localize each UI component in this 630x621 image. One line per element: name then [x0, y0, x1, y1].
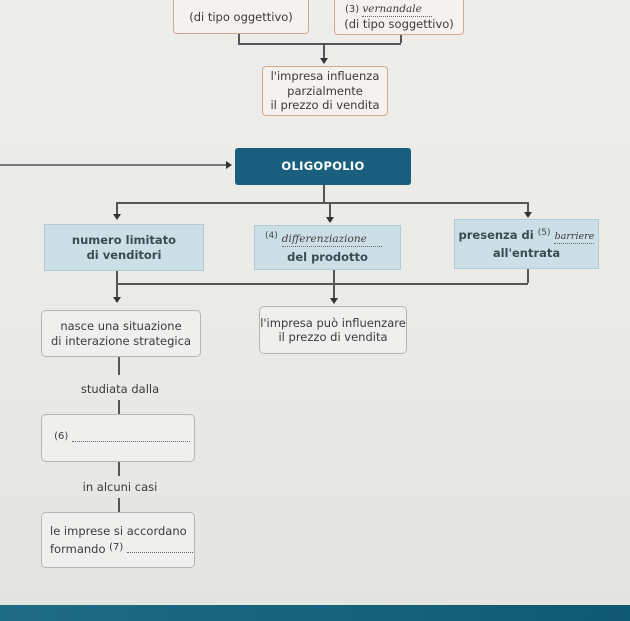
influence-line-3: il prezzo di vendita [270, 98, 380, 113]
subjective-box: (3) vernandale (di tipo soggettivo) [334, 0, 464, 35]
objective-label: (di tipo oggettivo) [189, 10, 293, 25]
blank-3-number: (3) [345, 3, 360, 15]
arrow-down-icon [330, 298, 338, 304]
connector [527, 202, 529, 213]
page-bottom-band [0, 605, 630, 621]
blank-7-line [126, 542, 193, 553]
blank-5-number: (5) [537, 227, 551, 238]
connector [527, 269, 529, 283]
product-box: (4) differenziazione del prodotto [254, 225, 401, 270]
arrow-down-icon [113, 214, 121, 220]
agreement-prefix: formando [50, 542, 106, 556]
consequence-right-line-1: l'impresa può influenzare [260, 315, 406, 330]
connector [0, 164, 228, 166]
connector [118, 462, 120, 476]
arrow-down-icon [113, 297, 121, 303]
limited-sellers-box: numero limitato di venditori [44, 224, 204, 271]
consequence-left-line-1: nasce una situazione [60, 319, 182, 334]
connector [323, 185, 325, 202]
oligopoly-title: OLIGOPOLIO [235, 148, 411, 185]
objective-box: (di tipo oggettivo) [173, 0, 309, 34]
blank-4-number: (4) [265, 230, 278, 241]
connector [116, 283, 528, 285]
blank-7-number: (7) [109, 542, 124, 553]
feature-right-prefix: presenza di [458, 227, 534, 242]
studied-by-label: studiata dalla [80, 382, 160, 396]
title-text: OLIGOPOLIO [281, 159, 365, 174]
blank-3-handwriting: vernandale [362, 3, 433, 17]
connector [118, 357, 120, 375]
feature-right-line-2: all'entrata [492, 245, 561, 260]
connector [238, 43, 401, 45]
connector [118, 400, 120, 414]
connector [400, 35, 402, 43]
blank-4-handwriting: differenziazione [281, 233, 382, 247]
feature-mid-line-2: del prodotto [287, 249, 368, 264]
connector [116, 271, 118, 298]
cartel-box: le imprese si accordano formando (7) [41, 512, 195, 568]
blank-6-number: (6) [54, 430, 69, 442]
subjective-label: (di tipo soggettivo) [344, 16, 454, 31]
influence-line-1: l'impresa influenza [270, 69, 380, 84]
arrow-down-icon [326, 217, 334, 223]
connector [116, 202, 528, 204]
arrow-right-icon [226, 161, 232, 169]
price-influence-box: l'impresa può influenzare il prezzo di v… [259, 306, 407, 354]
connector [323, 43, 325, 59]
strategic-interaction-box: nasce una situazione di interazione stra… [41, 310, 201, 357]
arrow-down-icon [320, 58, 328, 64]
arrow-down-icon [524, 212, 532, 218]
connector [116, 202, 118, 215]
blank-5-handwriting: barriere [554, 230, 595, 244]
connector [118, 498, 120, 512]
blank-6-line [71, 431, 190, 442]
connector [333, 270, 335, 299]
barriers-box: presenza di (5) barriere all'entrata [454, 219, 599, 269]
agreement-line-1: le imprese si accordano [50, 523, 187, 538]
blank-6-box: (6) [41, 414, 195, 462]
influence-line-2: parzialmente [287, 83, 363, 98]
connector [329, 202, 331, 218]
partial-influence-box: l'impresa influenza parzialmente il prez… [262, 66, 388, 116]
feature-left-line-2: di venditori [86, 247, 162, 262]
consequence-left-line-2: di interazione strategica [50, 333, 191, 348]
connector [238, 34, 240, 43]
feature-left-line-1: numero limitato [71, 233, 177, 248]
some-cases-label: in alcuni casi [82, 480, 158, 494]
consequence-right-line-2: il prezzo di vendita [278, 330, 388, 344]
